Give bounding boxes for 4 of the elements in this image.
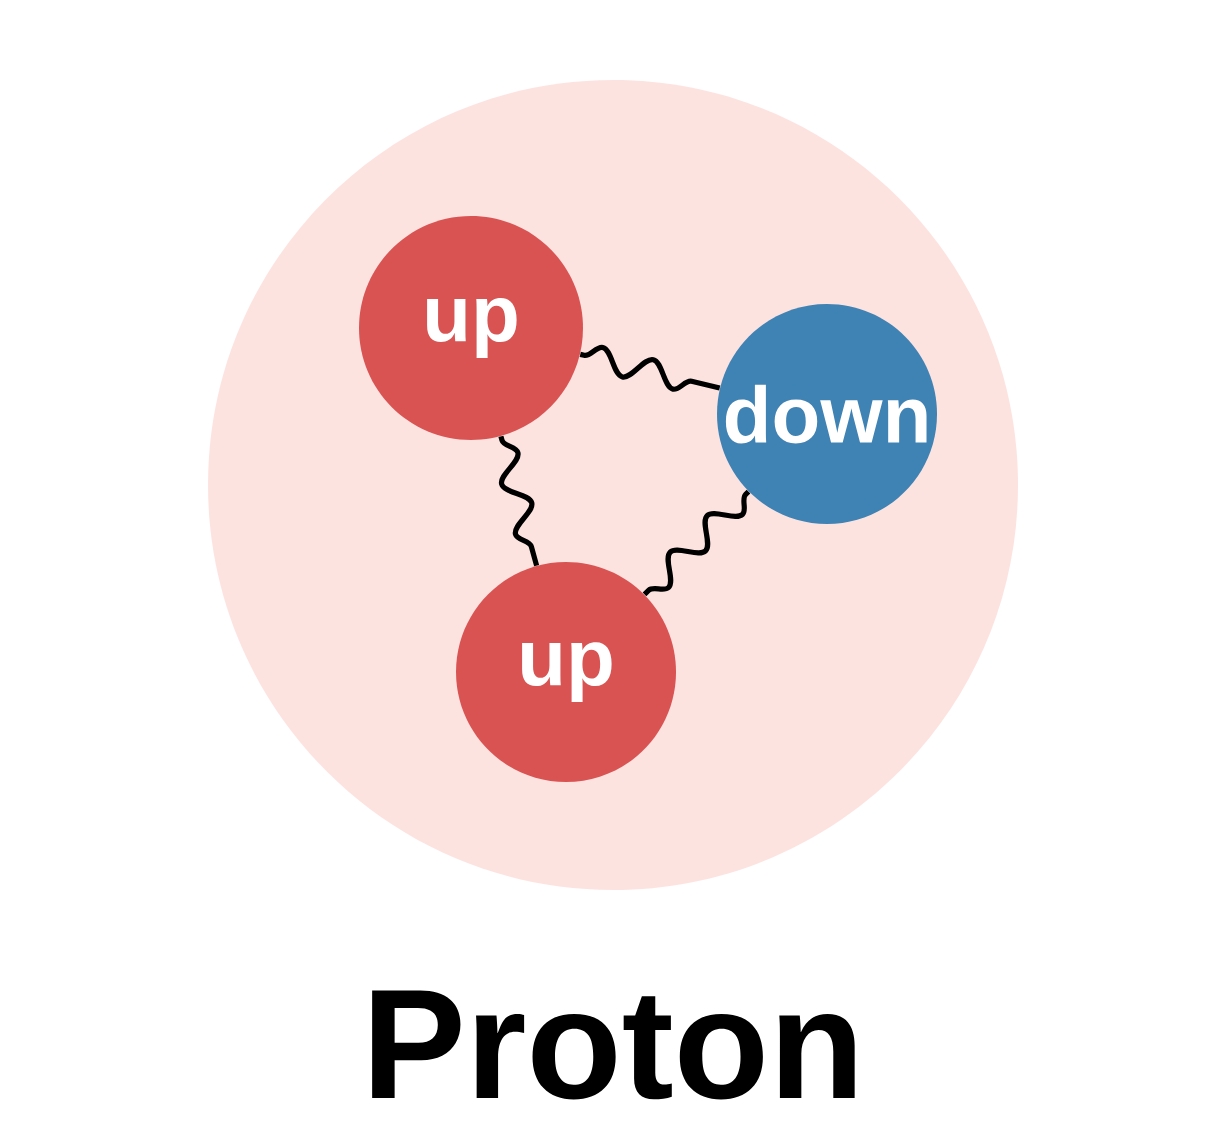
- wavy-line: [498, 435, 540, 567]
- wavy-line: [579, 344, 721, 392]
- caption: Proton: [372, 990, 855, 1100]
- wavy-line: [642, 489, 751, 597]
